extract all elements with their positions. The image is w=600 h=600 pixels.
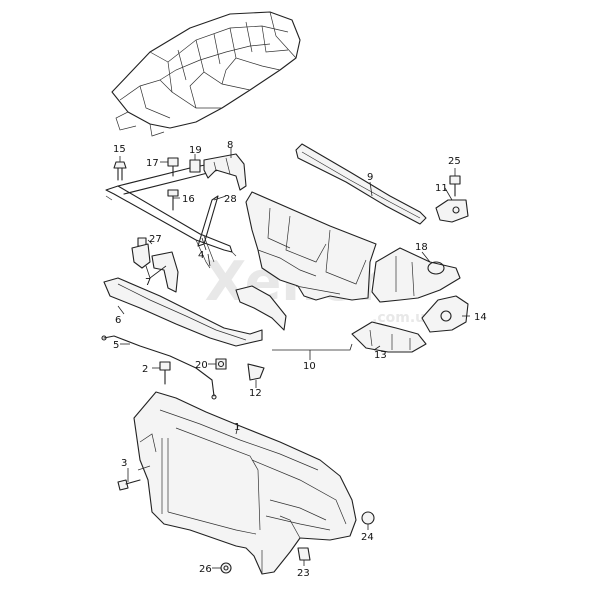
callout-17: 17 — [146, 158, 159, 169]
callout-20: 20 — [195, 360, 208, 371]
callout-28: 28 — [224, 194, 237, 205]
callout-4: 4 — [198, 250, 204, 261]
callout-10: 10 — [303, 361, 316, 372]
part-18-air-duct — [371, 247, 461, 303]
callout-15: 15 — [113, 144, 126, 155]
part-24-nut — [361, 511, 375, 525]
part-20-nut — [215, 358, 227, 370]
part-16-bolt — [167, 189, 179, 211]
part-28-strut — [197, 195, 219, 247]
callout-23: 23 — [297, 568, 310, 579]
part-12-clip — [247, 363, 265, 381]
leader-lines — [117, 148, 470, 569]
callout-7: 7 — [145, 277, 151, 288]
callout-13: 13 — [374, 350, 387, 361]
callout-25: 25 — [448, 156, 461, 167]
car-body-shell — [111, 11, 301, 137]
callout-3: 3 — [121, 458, 127, 469]
callout-numbers: 1 2 3 4 5 6 7 8 9 10 11 12 13 14 15 16 1… — [113, 140, 487, 579]
watermark-domain: .com.ua — [372, 310, 435, 326]
part-1-front-carrier — [133, 391, 357, 575]
part-17-bolt — [167, 157, 179, 177]
callout-26: 26 — [199, 564, 212, 575]
callout-18: 18 — [415, 242, 428, 253]
callout-24: 24 — [361, 532, 374, 543]
part-13-panel — [351, 321, 427, 353]
part-19-clip — [189, 159, 201, 173]
callout-14: 14 — [474, 312, 487, 323]
callout-11: 11 — [435, 183, 448, 194]
callout-8: 8 — [227, 140, 233, 151]
part-3-bolt — [117, 479, 141, 491]
part-15-bolt — [113, 156, 127, 181]
callout-12: 12 — [249, 388, 262, 399]
part-10-bulkhead — [235, 191, 377, 331]
part-2-bolt — [159, 361, 171, 385]
part-9-rail — [295, 143, 427, 225]
callout-6: 6 — [115, 315, 121, 326]
part-23-clip — [297, 547, 311, 561]
part-26-nut — [220, 562, 232, 574]
callout-5: 5 — [113, 340, 119, 351]
callout-9: 9 — [367, 172, 373, 183]
part-14-mount — [421, 295, 469, 333]
callout-27: 27 — [149, 234, 162, 245]
part-11-bracket — [435, 199, 469, 223]
callout-19: 19 — [189, 145, 202, 156]
part-25-bolt — [449, 175, 461, 197]
callout-2: 2 — [142, 364, 148, 375]
callout-1: 1 — [234, 422, 240, 433]
callout-16: 16 — [182, 194, 195, 205]
part-5-cable — [101, 335, 217, 400]
part-7-brackets — [131, 243, 179, 293]
part-8-bracket — [203, 153, 247, 191]
part-6-deflector-panel — [103, 277, 263, 347]
